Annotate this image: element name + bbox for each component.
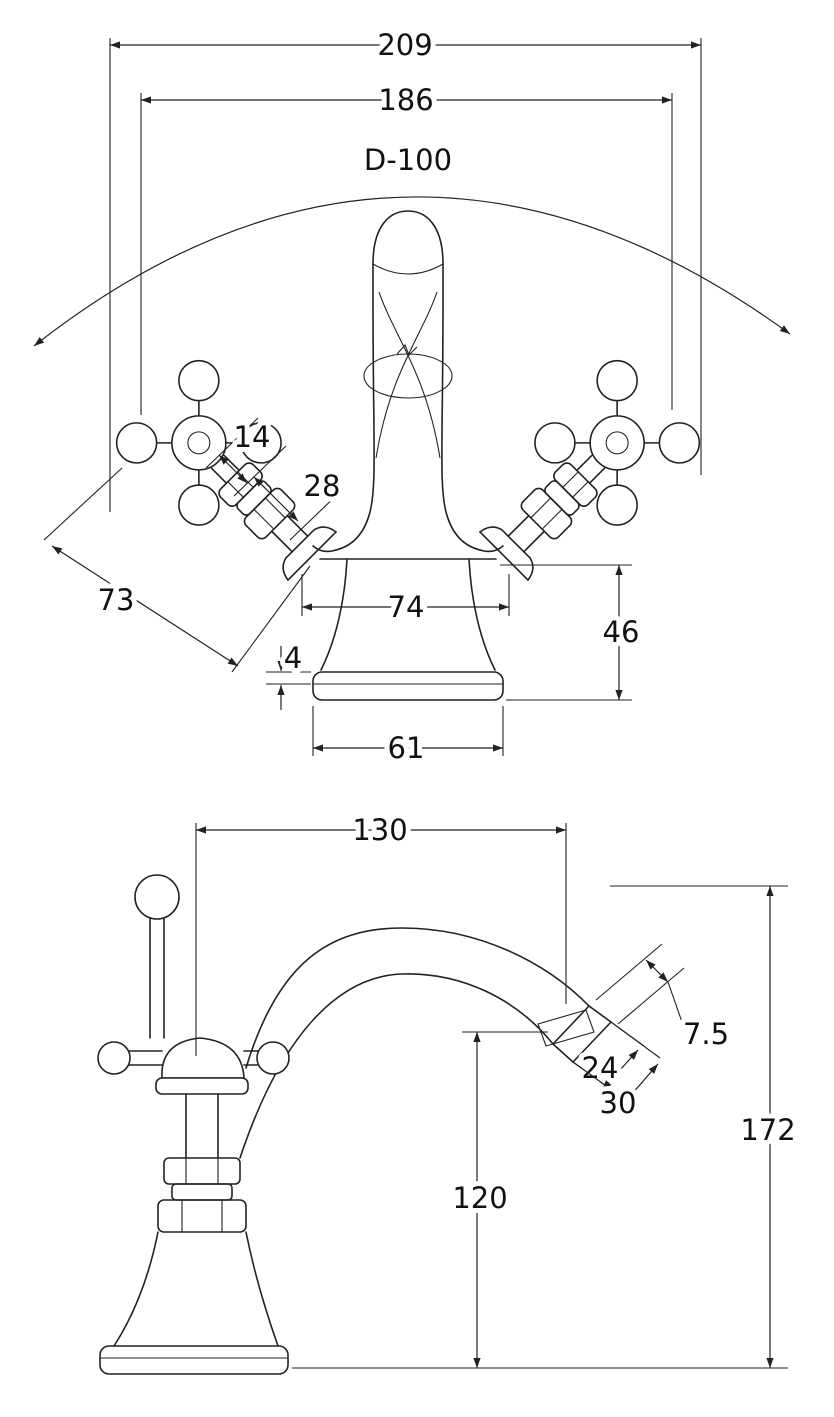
handle-arms	[127, 1050, 261, 1066]
dim-spout-height-label: 120	[452, 1181, 507, 1215]
body-flare	[320, 558, 496, 671]
handle-arm-ball-left	[97, 1041, 131, 1075]
spout-ring	[363, 353, 453, 399]
spout-detail	[396, 343, 418, 356]
body-shoulders	[312, 545, 504, 553]
handle-flange	[155, 1077, 249, 1095]
handle-dome	[161, 1037, 245, 1079]
front-view-dimensions: 209 186 D-100 14 28 73 74 46 4	[33, 23, 791, 770]
dim-plate-lip-label: 4	[284, 641, 302, 675]
lever-ball	[134, 874, 180, 920]
dim-handle-span-label: 186	[378, 83, 433, 117]
lever-rod	[149, 917, 165, 1039]
aerator-detail	[537, 1009, 595, 1047]
base-plate-side	[99, 1345, 289, 1375]
right-cross-handle	[457, 351, 709, 603]
dim-spout-reach-label: 130	[352, 813, 407, 847]
side-view-dimensions: 130 7.5 24 30 120 172	[195, 808, 801, 1369]
front-view-drawing	[107, 210, 709, 701]
dim-body-width-label: 74	[388, 590, 425, 624]
valve-stem	[185, 1093, 219, 1159]
spout-face	[552, 1005, 590, 1045]
base-flare	[113, 1231, 279, 1347]
collar	[171, 1183, 233, 1201]
dim-outlet-outer-label: 30	[600, 1086, 637, 1120]
dim-nut-width-label: 28	[304, 469, 341, 503]
hex-nut-upper	[163, 1157, 241, 1185]
spout-outer-curve	[245, 927, 590, 1069]
dim-cap-depth-label: 7.5	[683, 1017, 729, 1051]
dim-handle-length-label: 73	[98, 583, 135, 617]
side-view-drawing	[97, 874, 612, 1375]
handle-arm-ball-right	[256, 1041, 290, 1075]
dim-overall-width-label: 209	[377, 28, 432, 62]
dim-overall-height-label: 172	[740, 1113, 795, 1147]
hex-nut-lower	[157, 1199, 247, 1233]
base-plate	[312, 671, 504, 701]
spout-outline	[335, 210, 481, 551]
dim-base-width-label: 61	[388, 731, 425, 765]
dim-base-height-label: 46	[603, 615, 640, 649]
dim-swing-diameter-label: D-100	[364, 143, 452, 177]
spout-cap-seam	[372, 263, 444, 275]
spout-profile-curves	[375, 291, 441, 459]
dim-stem-width-label: 14	[234, 420, 271, 454]
dim-outlet-inner-label: 24	[582, 1051, 619, 1085]
